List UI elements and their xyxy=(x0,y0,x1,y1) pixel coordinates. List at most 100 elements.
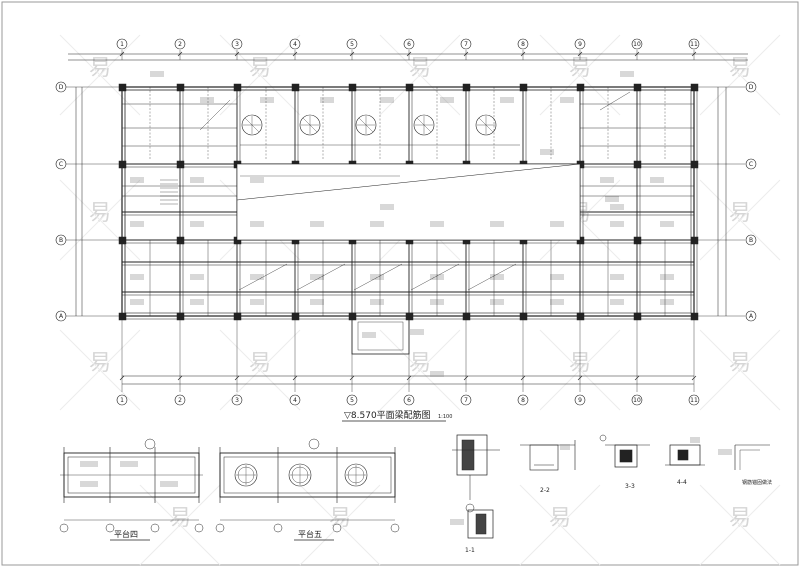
watermark-cross xyxy=(379,329,461,411)
column xyxy=(690,83,699,92)
section-marker xyxy=(144,438,156,450)
annotation-mark xyxy=(410,329,424,335)
grid-label: 3 xyxy=(235,397,239,404)
column xyxy=(519,312,528,321)
dim-tick xyxy=(691,51,697,57)
annotation-mark xyxy=(200,97,214,103)
annotation-mark xyxy=(80,481,98,487)
grid-bubble xyxy=(745,234,757,246)
column xyxy=(291,83,300,92)
annotation-mark xyxy=(560,444,570,450)
grid-bubble xyxy=(460,394,472,406)
dim-tick xyxy=(292,375,298,381)
grid-bubble xyxy=(215,523,225,533)
grid-label: A xyxy=(59,313,64,320)
column xyxy=(405,312,414,321)
annotation-mark xyxy=(550,299,564,305)
dim-tick xyxy=(292,51,298,57)
annotation-mark xyxy=(320,97,334,103)
watermark-text: 易 xyxy=(729,351,751,376)
watermark-cross xyxy=(59,329,141,411)
annotation-mark xyxy=(430,221,444,227)
column xyxy=(176,83,185,92)
dim-tick xyxy=(406,375,412,381)
column xyxy=(233,312,242,321)
annotation-mark xyxy=(370,299,384,305)
grid-label: B xyxy=(749,237,753,244)
watermark-cross xyxy=(379,34,461,116)
grid-label: 11 xyxy=(690,397,698,404)
dim-tick xyxy=(577,51,583,57)
column xyxy=(690,236,699,245)
entrance-canopy xyxy=(351,315,410,355)
grid-label: 4 xyxy=(293,41,297,48)
column xyxy=(176,160,185,169)
grid-bubble xyxy=(289,394,301,406)
grid-bubble xyxy=(174,38,186,50)
annotation-mark xyxy=(610,299,624,305)
grid-label: 10 xyxy=(633,397,641,404)
watermark-cross xyxy=(699,179,781,261)
grid-bubble xyxy=(55,158,67,170)
annotation-mark xyxy=(440,97,454,103)
grid-bubble xyxy=(194,523,204,533)
grid-bubble xyxy=(231,394,243,406)
fan-opening xyxy=(299,114,321,136)
annotation-mark xyxy=(605,196,619,202)
dim-tick xyxy=(177,51,183,57)
grid-bubble xyxy=(745,158,757,170)
grid-bubble xyxy=(460,38,472,50)
column xyxy=(462,83,471,92)
grid-bubble xyxy=(174,394,186,406)
section-title-2-2: 2-2 xyxy=(540,487,550,494)
section-title-3-3: 3-3 xyxy=(625,483,635,490)
fan-blade xyxy=(244,117,260,133)
fan-opening xyxy=(355,114,377,136)
grid-label: C xyxy=(59,161,63,168)
section-title-1-1: 1-1 xyxy=(465,547,475,554)
fan-blade xyxy=(416,117,432,133)
grid-label: 1 xyxy=(120,41,124,48)
grid-bubble xyxy=(346,394,358,406)
grid-bubble xyxy=(150,523,160,533)
plan-title-block: ▽8.570平面梁配筋图 1:100 xyxy=(342,409,452,422)
grid-bubble xyxy=(116,38,128,50)
annotation-mark xyxy=(650,177,664,183)
beam-section xyxy=(456,434,488,476)
annotation-mark xyxy=(560,97,574,103)
grid-label: 6 xyxy=(407,41,411,48)
grid-label: 8 xyxy=(521,41,525,48)
plan-scale: 1:100 xyxy=(438,414,452,420)
grid-bubble xyxy=(59,523,69,533)
dim-tick xyxy=(234,375,240,381)
dim-tick xyxy=(463,375,469,381)
watermark-text: 易 xyxy=(729,201,751,226)
watermark-cross xyxy=(59,179,141,261)
annotation-mark xyxy=(250,177,264,183)
column xyxy=(462,312,471,321)
fan-opening xyxy=(413,114,435,136)
watermark-text: 易 xyxy=(549,506,571,531)
annotation-mark xyxy=(80,461,98,467)
dim-tick xyxy=(634,51,640,57)
column xyxy=(233,83,242,92)
beam-core xyxy=(475,513,487,535)
dim-tick xyxy=(406,51,412,57)
watermark-text: 易 xyxy=(89,201,111,226)
grid-label: 9 xyxy=(578,41,582,48)
entrance-canopy-inner xyxy=(357,321,404,351)
detail-note: 钢筋锚固做法 xyxy=(742,479,772,486)
dim-tick xyxy=(520,375,526,381)
annotation-mark xyxy=(490,274,504,280)
sloped-beam xyxy=(199,99,231,131)
grid-bubble xyxy=(55,234,67,246)
beam-core xyxy=(677,449,689,461)
fan-opening xyxy=(234,463,258,487)
annotation-mark xyxy=(430,299,444,305)
watermark-text: 易 xyxy=(249,351,271,376)
grid-bubble xyxy=(745,81,757,93)
beam-section-2 xyxy=(467,509,494,539)
detail-drawings xyxy=(59,434,770,539)
